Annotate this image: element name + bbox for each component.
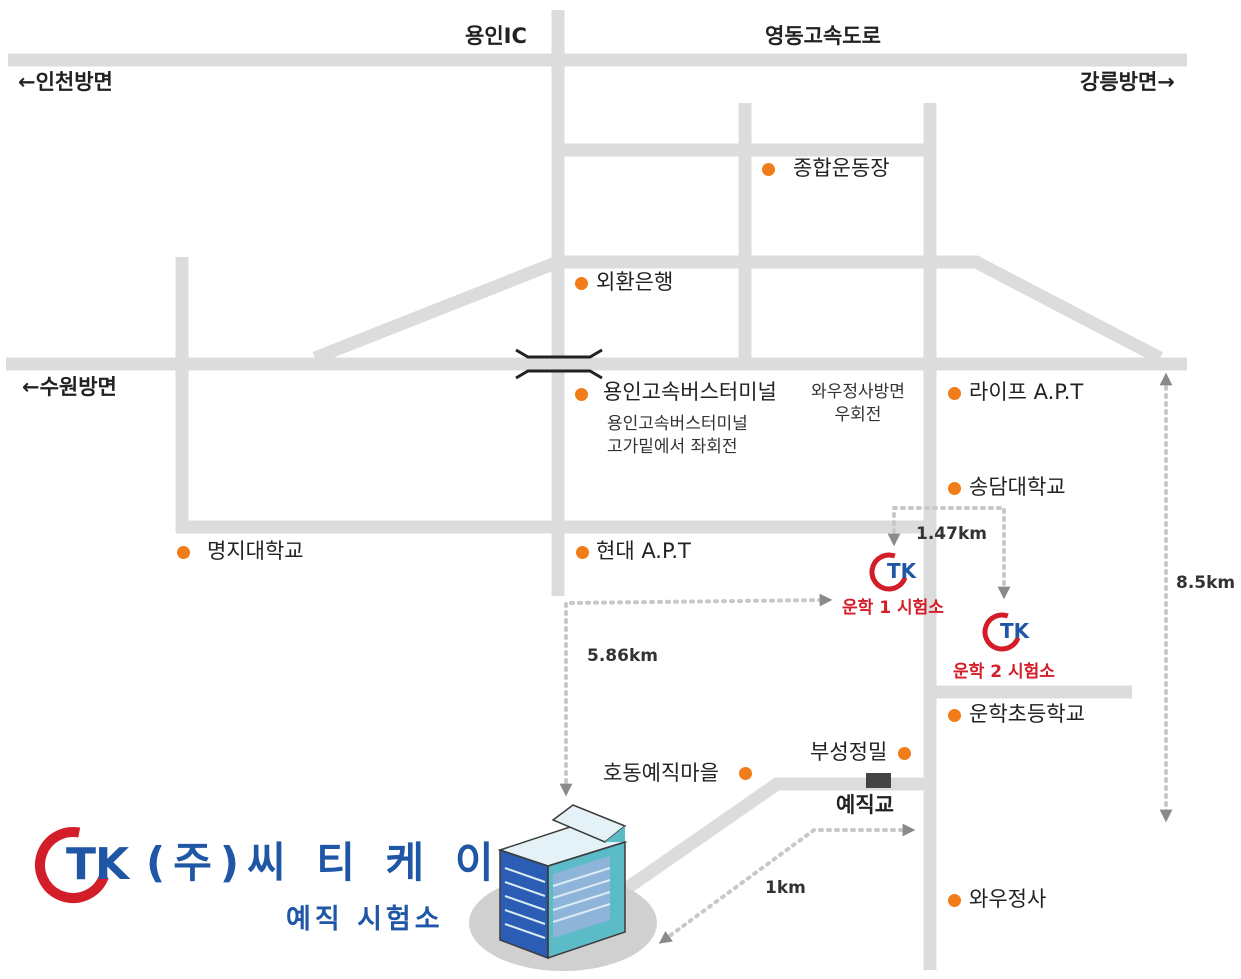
distance-1-47km: 1.47km: [916, 524, 987, 544]
sports-complex-label: 종합운동장: [793, 156, 890, 180]
terminal-note-line: 용인고속버스터미널: [607, 414, 748, 434]
life-apt-label: 라이프 A.P.T: [969, 380, 1084, 404]
wausa-direction-line: 와우정사방면: [811, 382, 905, 402]
to-suwon-label: ←수원방면: [22, 375, 117, 399]
company-name: (주)씨 티 케 이: [146, 838, 502, 887]
distance-1km: 1km: [765, 878, 806, 898]
hodong-village-marker: [739, 767, 752, 780]
distance-5-86km: 5.86km: [587, 646, 658, 666]
lab1-logo-icon: [869, 552, 909, 592]
hyundai-apt-marker: [576, 546, 589, 559]
hodong-village-label: 호동예직마을: [603, 761, 719, 785]
route-lab1-yejik: [559, 593, 833, 797]
unhak-elementary-label: 운학초등학교: [969, 702, 1085, 726]
yejik-bridge-label: 예직교: [836, 793, 894, 817]
to-incheon-label: ←인천방면: [18, 70, 113, 94]
facility-name: 예직 시험소: [286, 904, 444, 935]
terminal-note-line: 고가밑에서 좌회전: [607, 436, 738, 457]
bus-terminal-label: 용인고속버스터미널: [603, 380, 777, 404]
lab1-label: 운학 1 시험소: [842, 598, 944, 618]
northwest-diagonal-road: [312, 255, 561, 365]
songdam-college-marker: [948, 482, 961, 495]
overpass-icon: [515, 348, 603, 380]
sports-complex-marker: [762, 163, 775, 176]
terminal-note: 용인고속버스터미널 고가밑에서 좌회전: [607, 413, 748, 459]
northeast-diagonal-road: [558, 255, 1164, 364]
buseong-jeongmil-marker: [898, 747, 911, 760]
building-illustration: [469, 804, 657, 971]
expressway-label: 영동고속도로: [765, 24, 881, 48]
bus-terminal-marker: [575, 388, 588, 401]
lab2-label: 운학 2 시험소: [953, 662, 1055, 682]
wausa-direction-note: 와우정사방면 우회전: [804, 381, 912, 427]
myongji-univ-label: 명지대학교: [207, 539, 304, 563]
company-logo-text: TK: [66, 839, 129, 890]
distance-8-5km: 8.5km: [1176, 573, 1236, 593]
buseong-jeongmil-label: 부성정밀: [810, 740, 888, 764]
wausa-label: 와우정사: [969, 887, 1047, 911]
lab2-logo-icon: [982, 612, 1022, 652]
lab2-logo-text: TK: [1000, 619, 1030, 643]
to-gangneung-label: 강릉방면→: [1080, 70, 1175, 94]
route-lab1-lab2: [887, 506, 1011, 600]
company-logo-icon: [35, 827, 112, 903]
route-yejik-1km: [658, 823, 916, 944]
wausa-direction-line: 우회전: [834, 404, 882, 425]
kexim-bank-label: 외환은행: [596, 270, 674, 294]
myongji-univ-marker: [177, 546, 190, 559]
yongin-ic-label: 용인IC: [465, 24, 527, 48]
songdam-college-label: 송담대학교: [969, 475, 1066, 499]
lab1-logo-text: TK: [887, 559, 917, 583]
life-apt-marker: [948, 387, 961, 400]
hyundai-apt-label: 현대 A.P.T: [596, 539, 691, 563]
kexim-bank-marker: [575, 277, 588, 290]
yejik-bridge-marker: [866, 773, 891, 788]
unhak-elementary-marker: [948, 709, 961, 722]
wausa-marker: [948, 894, 961, 907]
